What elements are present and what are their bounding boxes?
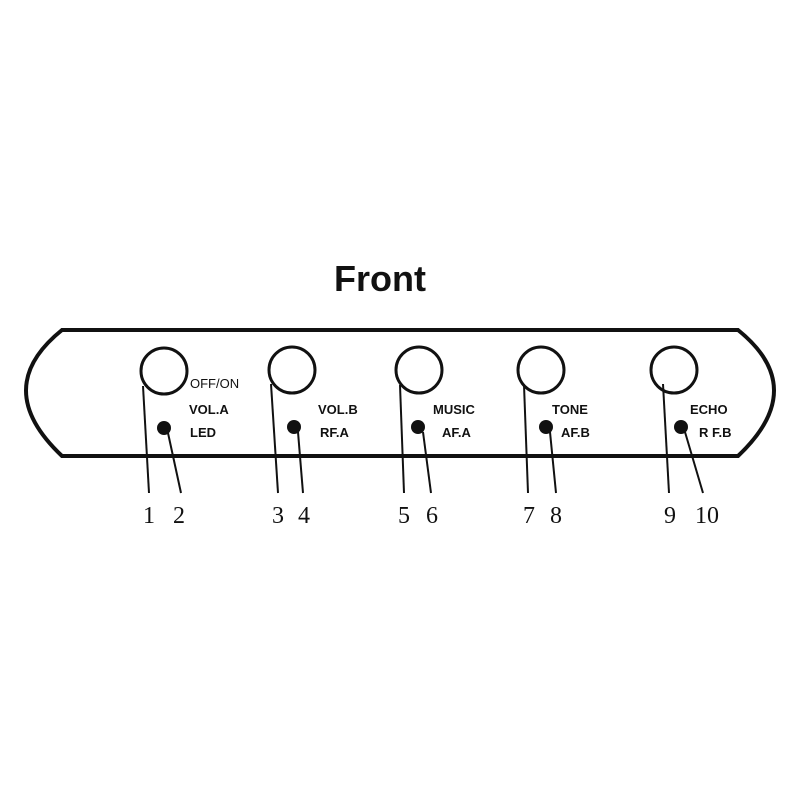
callout-number: 7 xyxy=(523,503,535,529)
control-upper-label: VOL.B xyxy=(318,402,358,417)
callout-number: 8 xyxy=(550,503,562,529)
callout-number: 9 xyxy=(664,503,676,529)
control-upper-label: TONE xyxy=(552,402,588,417)
control-upper-label: MUSIC xyxy=(433,402,476,417)
callout-number: 4 xyxy=(298,503,310,529)
led-indicator xyxy=(287,420,301,434)
callout-number: 10 xyxy=(695,503,719,529)
led-indicator xyxy=(157,421,171,435)
leader-line-led xyxy=(167,432,182,494)
front-panel-outline xyxy=(24,328,776,458)
knob-music[interactable] xyxy=(394,345,444,395)
control-lower-label: AF.A xyxy=(442,425,472,440)
callout-number: 6 xyxy=(426,503,438,529)
callout-number: 1 xyxy=(143,503,155,529)
control-group-2: VOL.B RF.A 3 4 xyxy=(267,345,358,529)
control-lower-label: LED xyxy=(190,425,216,440)
control-lower-label: R F.B xyxy=(699,425,732,440)
leader-line-knob xyxy=(142,385,150,494)
control-group-5: ECHO R F.B 9 10 xyxy=(649,345,732,529)
control-lower-label: RF.A xyxy=(320,425,350,440)
led-indicator xyxy=(539,420,553,434)
leader-line-knob xyxy=(270,383,279,494)
knob-tone[interactable] xyxy=(516,345,566,395)
leader-line-led xyxy=(549,431,557,494)
knob-vol-b[interactable] xyxy=(267,345,317,395)
control-group-3: MUSIC AF.A 5 6 xyxy=(394,345,476,529)
power-switch-label: OFF/ON xyxy=(190,376,239,391)
leader-line-knob xyxy=(399,384,405,494)
callout-number: 2 xyxy=(173,503,185,529)
control-group-4: TONE AF.B 7 8 xyxy=(516,345,590,529)
leader-line-knob xyxy=(523,384,529,494)
knob-vol-a[interactable] xyxy=(139,346,189,396)
led-indicator xyxy=(411,420,425,434)
control-lower-label: AF.B xyxy=(561,425,590,440)
leader-line-led xyxy=(422,431,432,494)
led-indicator xyxy=(674,420,688,434)
leader-line-led xyxy=(684,431,704,494)
control-upper-label: ECHO xyxy=(690,402,728,417)
control-group-1: VOL.A LED 1 2 xyxy=(139,346,229,529)
leader-line-led xyxy=(297,431,304,494)
leader-line-knob xyxy=(662,383,670,494)
callout-number: 5 xyxy=(398,503,410,529)
callout-number: 3 xyxy=(272,503,284,529)
diagram-title: Front xyxy=(334,258,426,299)
control-upper-label: VOL.A xyxy=(189,402,229,417)
knob-echo[interactable] xyxy=(649,345,699,395)
